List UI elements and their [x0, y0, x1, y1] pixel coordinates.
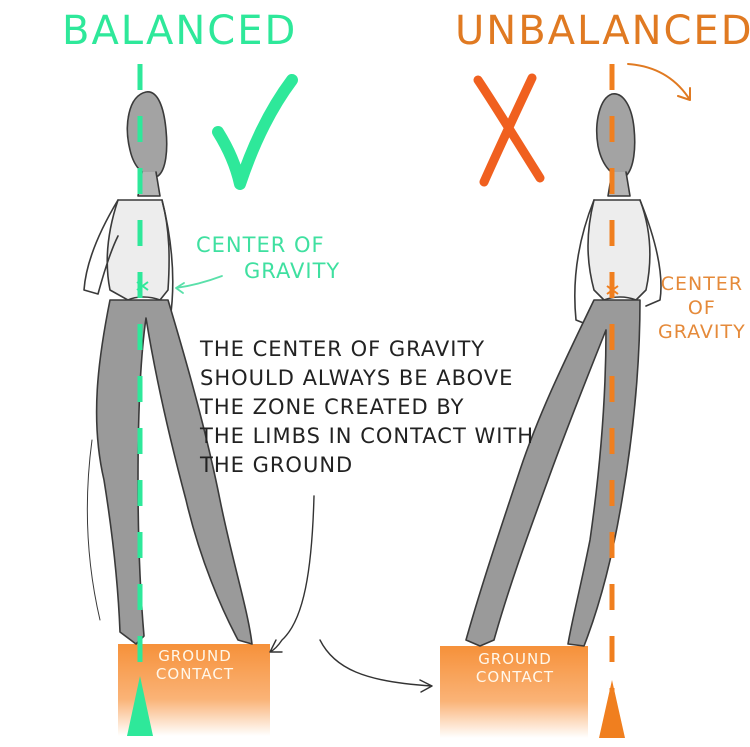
ground-contact-zone-right [440, 646, 588, 738]
gravity-arrow-right [599, 680, 625, 738]
unbalanced-figure [465, 93, 662, 647]
explanation-text: THE CENTER OF GRAVITY SHOULD ALWAYS BE A… [200, 335, 534, 480]
gravity-arrow-left [127, 676, 153, 736]
pointer-arrow-to-left-ground [269, 495, 315, 653]
x-mark-icon [473, 73, 545, 187]
ground-contact-line: CONTACT [155, 665, 235, 683]
gravity-point-right [606, 285, 619, 295]
center-of-gravity-label-right: CENTER OF GRAVITY [658, 272, 746, 344]
explanation-line: THE CENTER OF GRAVITY [200, 337, 486, 361]
explanation-line: THE GROUND [200, 453, 354, 477]
explanation-line: SHOULD ALWAYS BE ABOVE [200, 366, 514, 390]
cog-left-line: CENTER OF [196, 233, 325, 257]
check-mark-icon [212, 74, 298, 190]
ground-contact-line: GROUND [478, 650, 552, 668]
ground-contact-label-left: GROUND CONTACT [120, 647, 270, 683]
pointer-arrow-to-right-ground [319, 639, 433, 693]
center-of-gravity-label-left: CENTER OF GRAVITY [196, 232, 340, 284]
cog-right-line: OF [687, 297, 716, 319]
ground-contact-label-right: GROUND CONTACT [440, 650, 590, 686]
balanced-figure [83, 91, 253, 645]
cog-right-line: CENTER [660, 273, 744, 295]
curved-arrow-right [627, 63, 691, 101]
unbalanced-title: UNBALANCED! [455, 8, 750, 54]
ground-contact-line: GROUND [158, 647, 232, 665]
gravity-point-left [136, 281, 149, 291]
cog-right-line: GRAVITY [658, 321, 746, 343]
balanced-title: BALANCED [62, 8, 298, 54]
cog-pointer-left [175, 275, 223, 294]
explanation-line: THE LIMBS IN CONTACT WITH [200, 424, 535, 448]
cog-left-line: GRAVITY [244, 259, 341, 283]
explanation-line: THE ZONE CREATED BY [200, 395, 465, 419]
ground-contact-line: CONTACT [475, 668, 555, 686]
